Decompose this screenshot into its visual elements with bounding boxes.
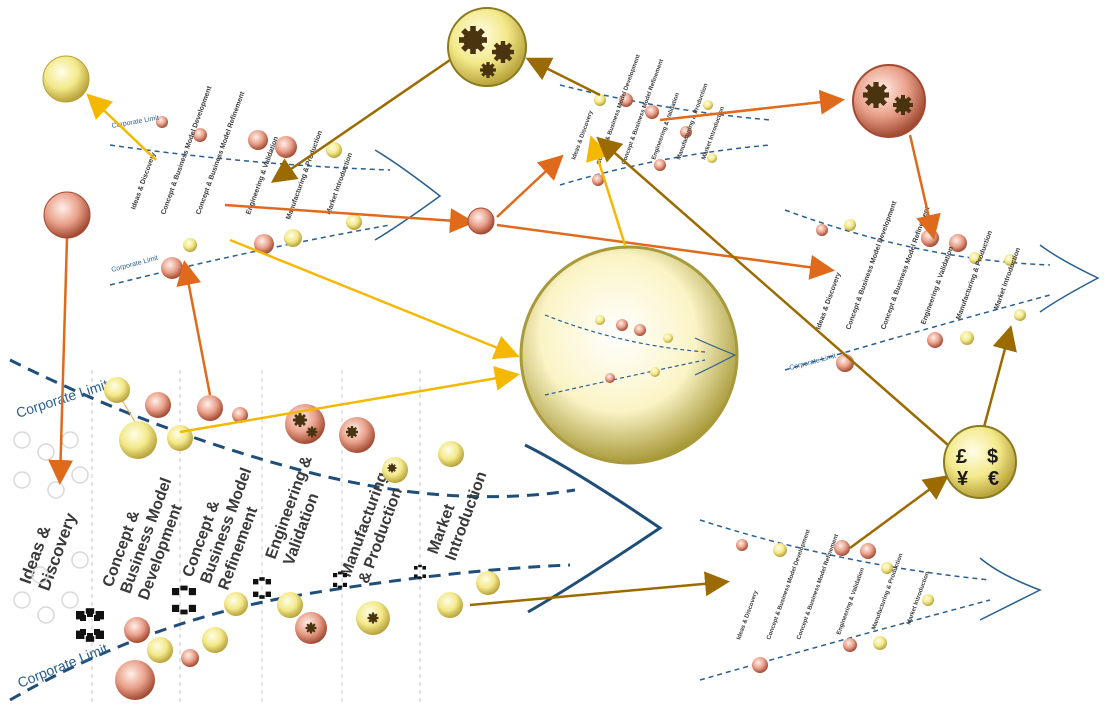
big-funnel-sphere xyxy=(519,245,739,465)
arrow xyxy=(586,135,627,246)
arrow xyxy=(270,58,451,183)
svg-text:Engineering & Validation: Engineering & Validation xyxy=(920,246,955,326)
arrow xyxy=(849,475,950,550)
svg-text:Ideas & Discovery: Ideas & Discovery xyxy=(736,589,760,640)
svg-text:Concept & Business Model Devel: Concept & Business Model Development xyxy=(596,54,642,166)
svg-text:Ideas & Discovery: Ideas & Discovery xyxy=(815,272,842,331)
gear-icon xyxy=(459,26,487,54)
lightbulb-node xyxy=(42,55,90,103)
stage-label-manufacturing: Manufacturing & Production xyxy=(338,470,406,586)
corporate-limit-top-line xyxy=(9,358,576,499)
svg-text:Market Introduction: Market Introduction xyxy=(325,152,354,216)
mini-funnel-top-left: Ideas & Discovery Concept & Business Mod… xyxy=(109,85,442,286)
gear-icon xyxy=(346,426,358,438)
svg-text:Corporate Limit: Corporate Limit xyxy=(111,255,159,274)
stage-label-concept-refinement: Concept & Business Model Refinement xyxy=(180,466,262,593)
pound-icon: £ xyxy=(956,446,967,468)
arrow xyxy=(48,237,74,485)
svg-text:Engineering & Validation: Engineering & Validation xyxy=(651,92,681,161)
arrow xyxy=(496,223,835,280)
mini-funnel-bottom-right: Ideas & Discovery Concept & Business Mod… xyxy=(699,519,1042,681)
gear-icon xyxy=(387,463,397,473)
arrow xyxy=(86,93,157,161)
gear-icon xyxy=(305,622,317,634)
idea-spheres xyxy=(104,377,500,700)
arrow xyxy=(179,366,520,434)
yen-icon: ¥ xyxy=(957,468,969,490)
gear-icon xyxy=(492,41,514,63)
funnel-mouth xyxy=(524,443,663,614)
euro-icon: € xyxy=(988,468,999,490)
stage-label-ideas: Ideas & Discovery xyxy=(16,510,81,593)
svg-text:Ideas & Discovery: Ideas & Discovery xyxy=(130,152,157,211)
stage-label-market: Market Introduction xyxy=(425,469,491,562)
gear-icon xyxy=(893,95,913,115)
arrow xyxy=(978,325,1017,443)
flow-arrows xyxy=(48,57,1017,607)
corporate-limit-bottom-label: Corporate Limit xyxy=(15,640,110,691)
arrow xyxy=(224,203,475,234)
transfer-node xyxy=(467,207,495,235)
lightbulb-icon-group xyxy=(13,431,89,624)
gear-icon xyxy=(306,426,318,438)
cycle-icon xyxy=(172,585,196,615)
gear-icon xyxy=(480,62,496,78)
idea-node-salmon xyxy=(43,191,91,239)
arrow xyxy=(596,136,949,446)
corporate-limit-bottom-line xyxy=(9,563,571,702)
arrow xyxy=(176,260,212,396)
stage-label-concept-development: Concept & Business Model Development xyxy=(100,476,186,603)
dollar-icon: $ xyxy=(987,446,998,468)
gear-icon xyxy=(293,413,307,427)
svg-text:Engineering & Validation: Engineering & Validation xyxy=(836,567,866,636)
svg-text:Ideas & Discovery: Ideas & Discovery xyxy=(571,109,595,160)
svg-text:Corporate Limit: Corporate Limit xyxy=(111,115,159,130)
cycle-icon xyxy=(76,608,104,642)
gear-icon xyxy=(367,612,379,624)
gear-node-top xyxy=(447,7,527,87)
money-node: £ $ ¥ € xyxy=(943,425,1017,499)
gear-node-right xyxy=(852,64,926,138)
arrow xyxy=(659,89,845,122)
mini-funnel-right: Ideas & Discovery Concept & Business Mod… xyxy=(784,200,1100,372)
arrow xyxy=(229,238,520,360)
arrow xyxy=(908,134,941,240)
svg-text:Corporate Limit: Corporate Limit xyxy=(789,353,837,372)
gear-icon xyxy=(863,82,889,108)
arrow xyxy=(496,154,564,218)
stage-label-engineering: Engineering & Validation xyxy=(263,453,323,568)
arrow xyxy=(525,57,601,97)
cycle-icon xyxy=(333,571,347,589)
arrow xyxy=(469,571,730,607)
